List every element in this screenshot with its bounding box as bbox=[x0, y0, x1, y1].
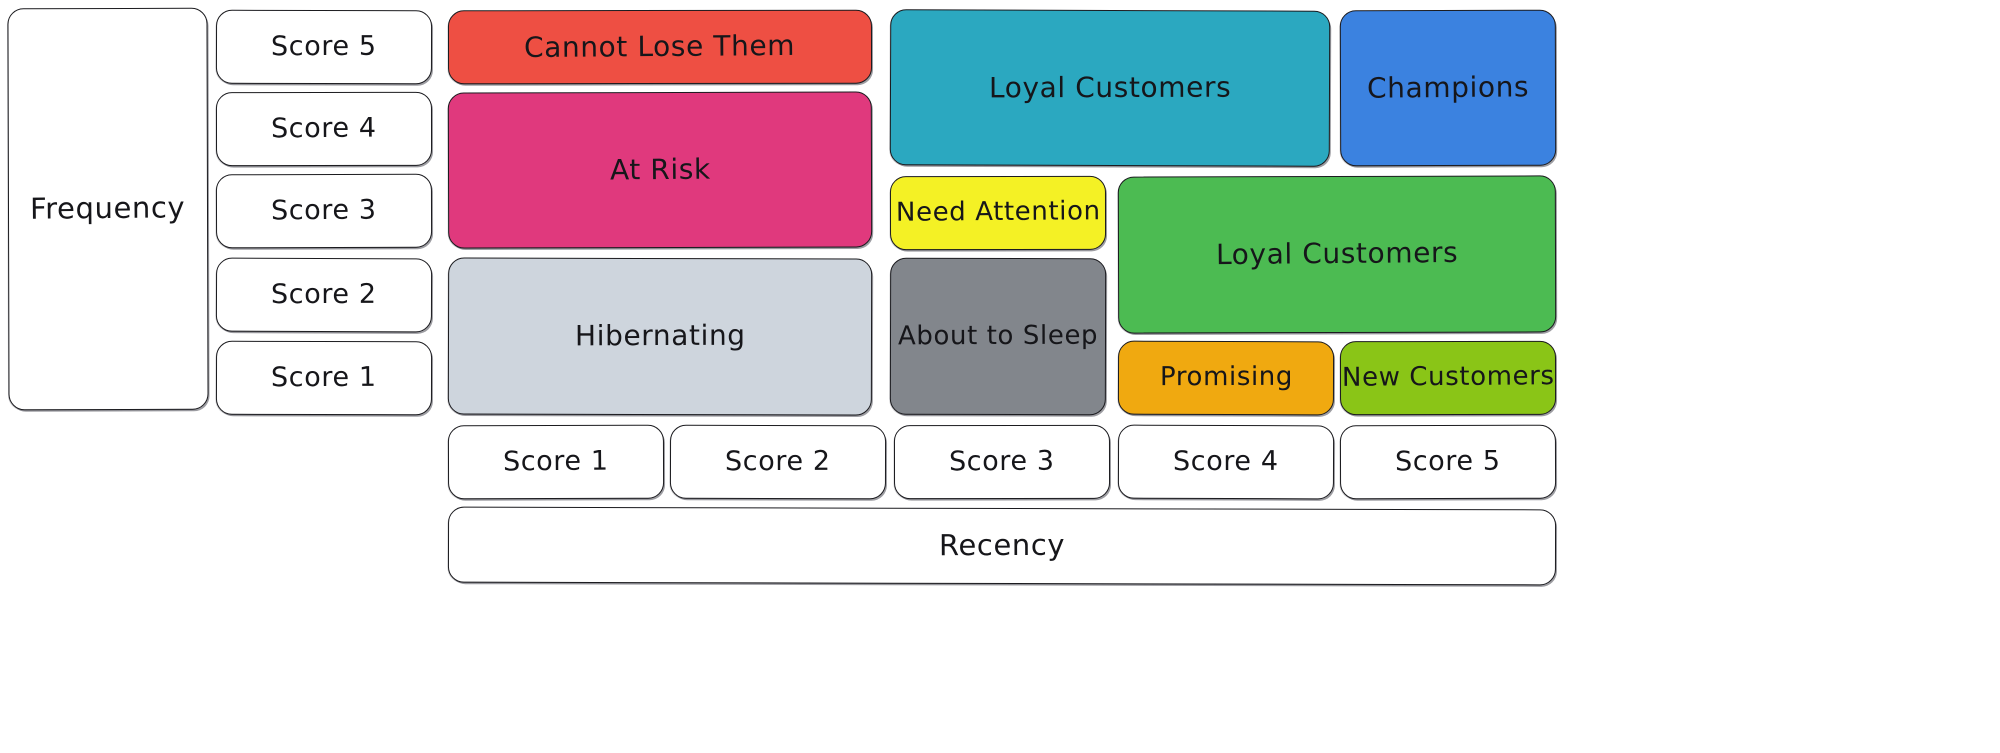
frequency-score-2: Score 2 bbox=[215, 257, 433, 333]
segment-cannot-lose-them: Cannot Lose Them bbox=[447, 9, 873, 85]
recency-score-4: Score 4 bbox=[1117, 424, 1335, 500]
recency-score-2: Score 2 bbox=[669, 424, 887, 500]
recency-score-5: Score 5 bbox=[1339, 424, 1557, 500]
frequency-score-5: Score 5 bbox=[215, 9, 433, 85]
segment-about-to-sleep: About to Sleep bbox=[889, 257, 1107, 416]
frequency-axis-label: Frequency bbox=[7, 7, 209, 411]
segment-promising: Promising bbox=[1117, 340, 1335, 416]
segment-new-customers: New Customers bbox=[1339, 340, 1557, 416]
recency-score-1: Score 1 bbox=[447, 424, 665, 500]
segment-loyal-customers-teal: Loyal Customers bbox=[889, 9, 1331, 167]
frequency-score-3: Score 3 bbox=[215, 173, 433, 249]
segment-need-attention: Need Attention bbox=[889, 175, 1107, 251]
segment-at-risk: At Risk bbox=[447, 91, 873, 249]
recency-axis-label: Recency bbox=[447, 506, 1557, 586]
segment-champions: Champions bbox=[1339, 9, 1557, 167]
segment-hibernating: Hibernating bbox=[447, 257, 873, 416]
frequency-score-4: Score 4 bbox=[215, 91, 433, 167]
recency-score-3: Score 3 bbox=[893, 424, 1111, 500]
frequency-score-1: Score 1 bbox=[215, 340, 433, 416]
segment-loyal-customers-green: Loyal Customers bbox=[1117, 175, 1557, 334]
